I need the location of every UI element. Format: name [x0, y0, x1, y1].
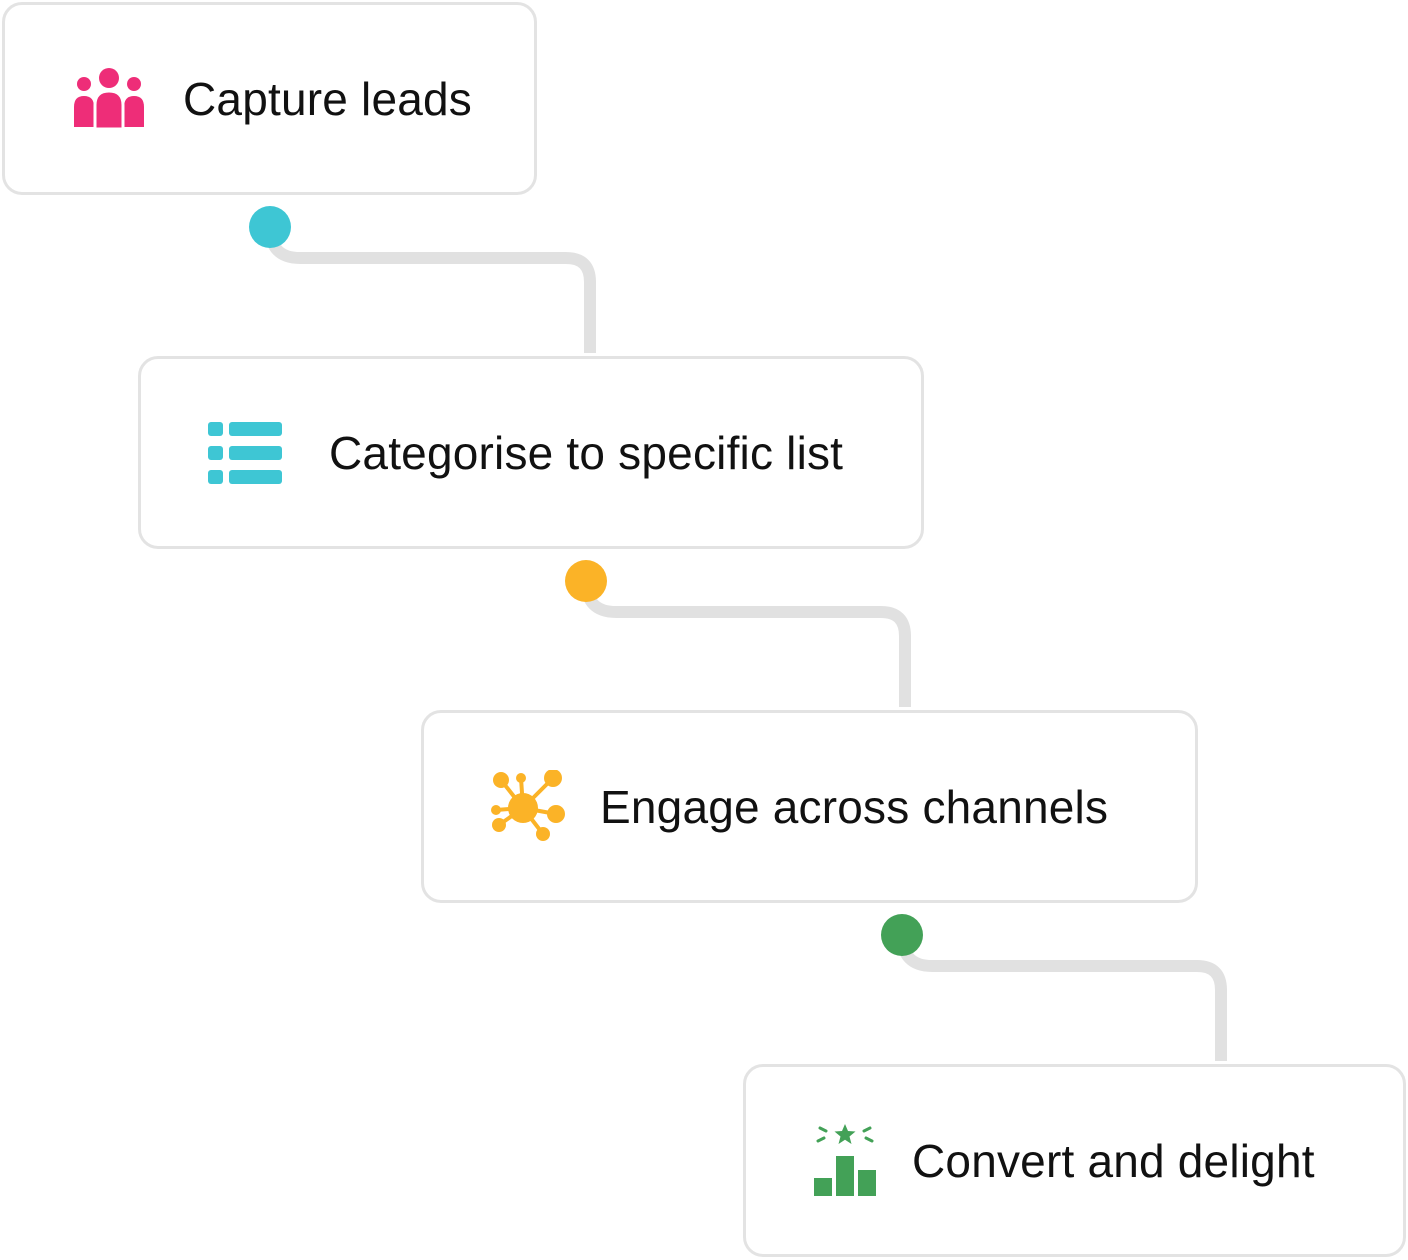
- connector-dot-3: [881, 914, 923, 956]
- step-card-categorise: Categorise to specific list: [138, 356, 924, 549]
- step-card-engage: Engage across channels: [421, 710, 1198, 903]
- step-label: Engage across channels: [600, 780, 1109, 833]
- podium-star-icon: [810, 1123, 880, 1198]
- connector-3: [896, 934, 1227, 1061]
- people-group-icon: [71, 67, 147, 131]
- connector-dot-1: [249, 206, 291, 248]
- list-icon: [207, 421, 283, 484]
- step-card-convert: Convert and delight: [743, 1064, 1406, 1257]
- step-label: Capture leads: [183, 72, 472, 125]
- step-label: Categorise to specific list: [329, 426, 844, 479]
- network-hub-icon: [490, 769, 566, 844]
- step-card-capture-leads: Capture leads: [2, 2, 537, 195]
- step-label: Convert and delight: [912, 1134, 1315, 1187]
- connector-dot-2: [565, 560, 607, 602]
- connector-1: [264, 226, 596, 353]
- connector-2: [580, 580, 911, 707]
